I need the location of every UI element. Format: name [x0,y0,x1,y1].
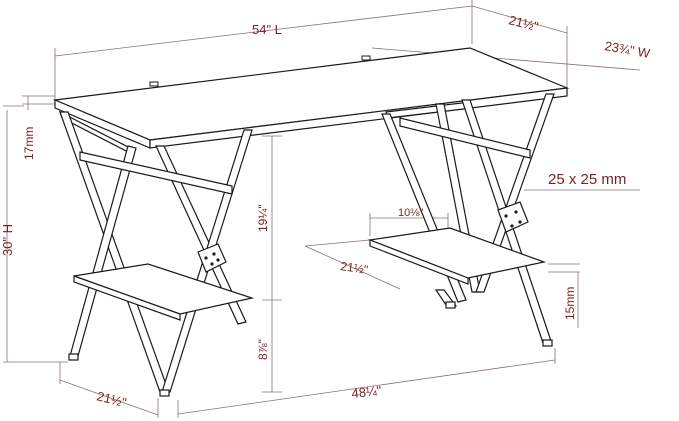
length-label: 54" L [252,22,282,37]
shelf-depth-right-label: 21½" [340,259,369,277]
right-x-frame [367,93,555,347]
width-label: 23¾" W [603,38,651,61]
cable-notch-left [149,81,159,87]
right-foot-cap-front [542,339,553,347]
leg-span-label: 48¼" [351,383,383,401]
right-foot-cap-back [445,301,456,309]
dimension-labels: 54" L 21½" 23¾" W 17mm 30" H 25 x 25 mm … [0,12,652,410]
left-x-frame [58,110,255,397]
cable-notch-right [361,55,371,61]
shelf-height-label: 10⅛" [398,207,423,219]
right-hub-plate [497,201,529,233]
desk-drawing [52,47,570,397]
tube-size-label: 25 x 25 mm [548,171,626,188]
height-label: 30" H [0,224,15,256]
depth-top-label: 21½" [507,12,540,34]
thickness-label: 17mm [22,127,36,160]
dimension-lines [3,0,641,418]
left-hub-plate [197,243,227,273]
left-foot-cap-back [68,353,79,361]
foot-to-shelf-label: 8⅞" [256,339,270,360]
leg-depth-left-label: 21½" [95,388,128,410]
under-top-height-label: 19¼" [256,204,270,232]
shelf-thickness-label: 15mm [563,287,577,320]
left-foot-cap-front [159,389,170,397]
